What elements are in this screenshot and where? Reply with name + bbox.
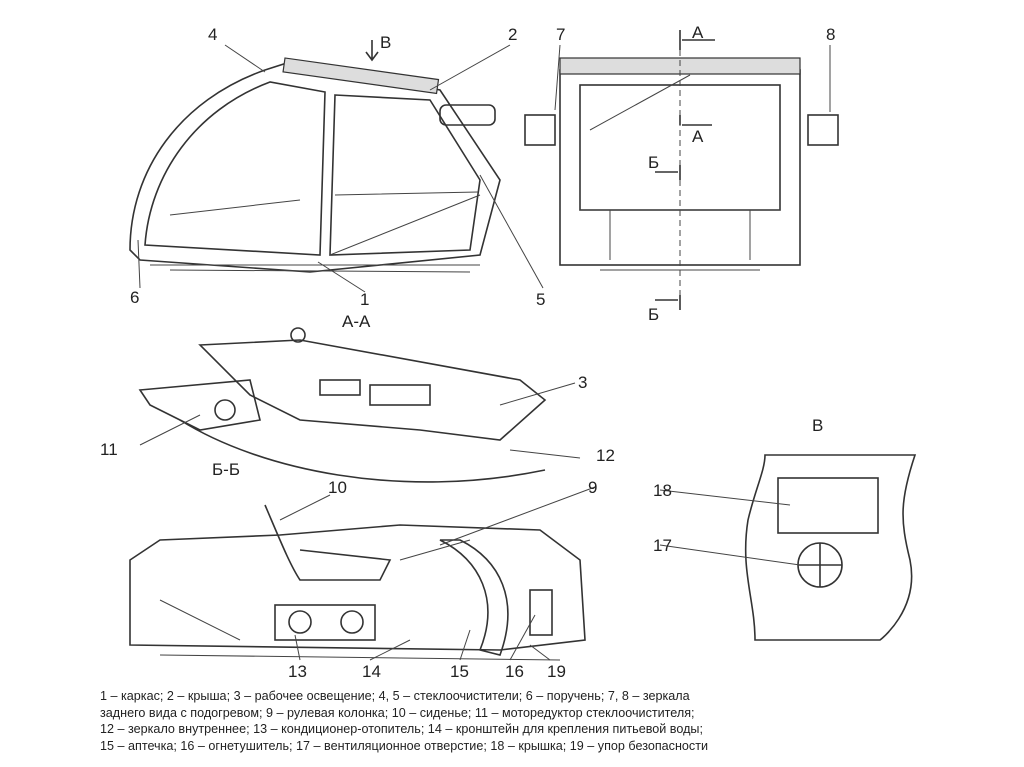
view-b-arrow-label: В — [380, 33, 391, 52]
section-bb-view — [129, 504, 586, 661]
section-a-top-label: А — [692, 23, 704, 42]
section-aa-title: А-А — [342, 312, 371, 331]
callout-12: 12 — [596, 446, 615, 465]
section-bb-title: Б-Б — [212, 460, 240, 479]
leader-lines — [137, 40, 831, 661]
callout-18: 18 — [653, 481, 672, 500]
section-b-bottom-label: Б — [648, 305, 659, 324]
callout-9: 9 — [588, 478, 597, 497]
caption-line: 12 – зеркало внутреннее; 13 – кондиционе… — [100, 722, 703, 736]
callout-15: 15 — [450, 662, 469, 681]
callout-10: 10 — [328, 478, 347, 497]
callout-4: 4 — [208, 25, 217, 44]
callout-8: 8 — [826, 25, 835, 44]
cab-side-view — [129, 57, 501, 273]
section-a-bottom-label: А — [692, 127, 704, 146]
callout-6: 6 — [130, 288, 139, 307]
view-b-panel — [744, 454, 917, 641]
callout-1: 1 — [360, 290, 369, 309]
caption-line: 15 – аптечка; 16 – огнетушитель; 17 – ве… — [100, 738, 709, 753]
callout-labels: 4 2 В 7 А 8 А Б Б 6 1 5 А-А 3 11 12 Б-Б … — [100, 23, 835, 681]
callout-13: 13 — [288, 662, 307, 681]
callout-14: 14 — [362, 662, 381, 681]
callout-5: 5 — [536, 290, 545, 309]
caption-line: заднего вида с подогревом; 9 – рулевая к… — [100, 705, 695, 720]
callout-16: 16 — [505, 662, 524, 681]
callout-2: 2 — [508, 25, 517, 44]
section-b-top-label: Б — [648, 153, 659, 172]
caption-line: 1 – каркас; 2 – крыша; 3 – рабочее освещ… — [100, 689, 690, 703]
view-b-title: В — [812, 416, 823, 435]
callout-7: 7 — [556, 25, 565, 44]
cab-rear-view — [524, 30, 839, 310]
callout-19: 19 — [547, 662, 566, 681]
legend-caption: 1 – каркас; 2 – крыша; 3 – рабочее освещ… — [100, 688, 950, 754]
section-aa-view — [138, 327, 547, 483]
callout-11: 11 — [100, 440, 118, 459]
callout-3: 3 — [578, 373, 587, 392]
callout-17: 17 — [653, 536, 672, 555]
